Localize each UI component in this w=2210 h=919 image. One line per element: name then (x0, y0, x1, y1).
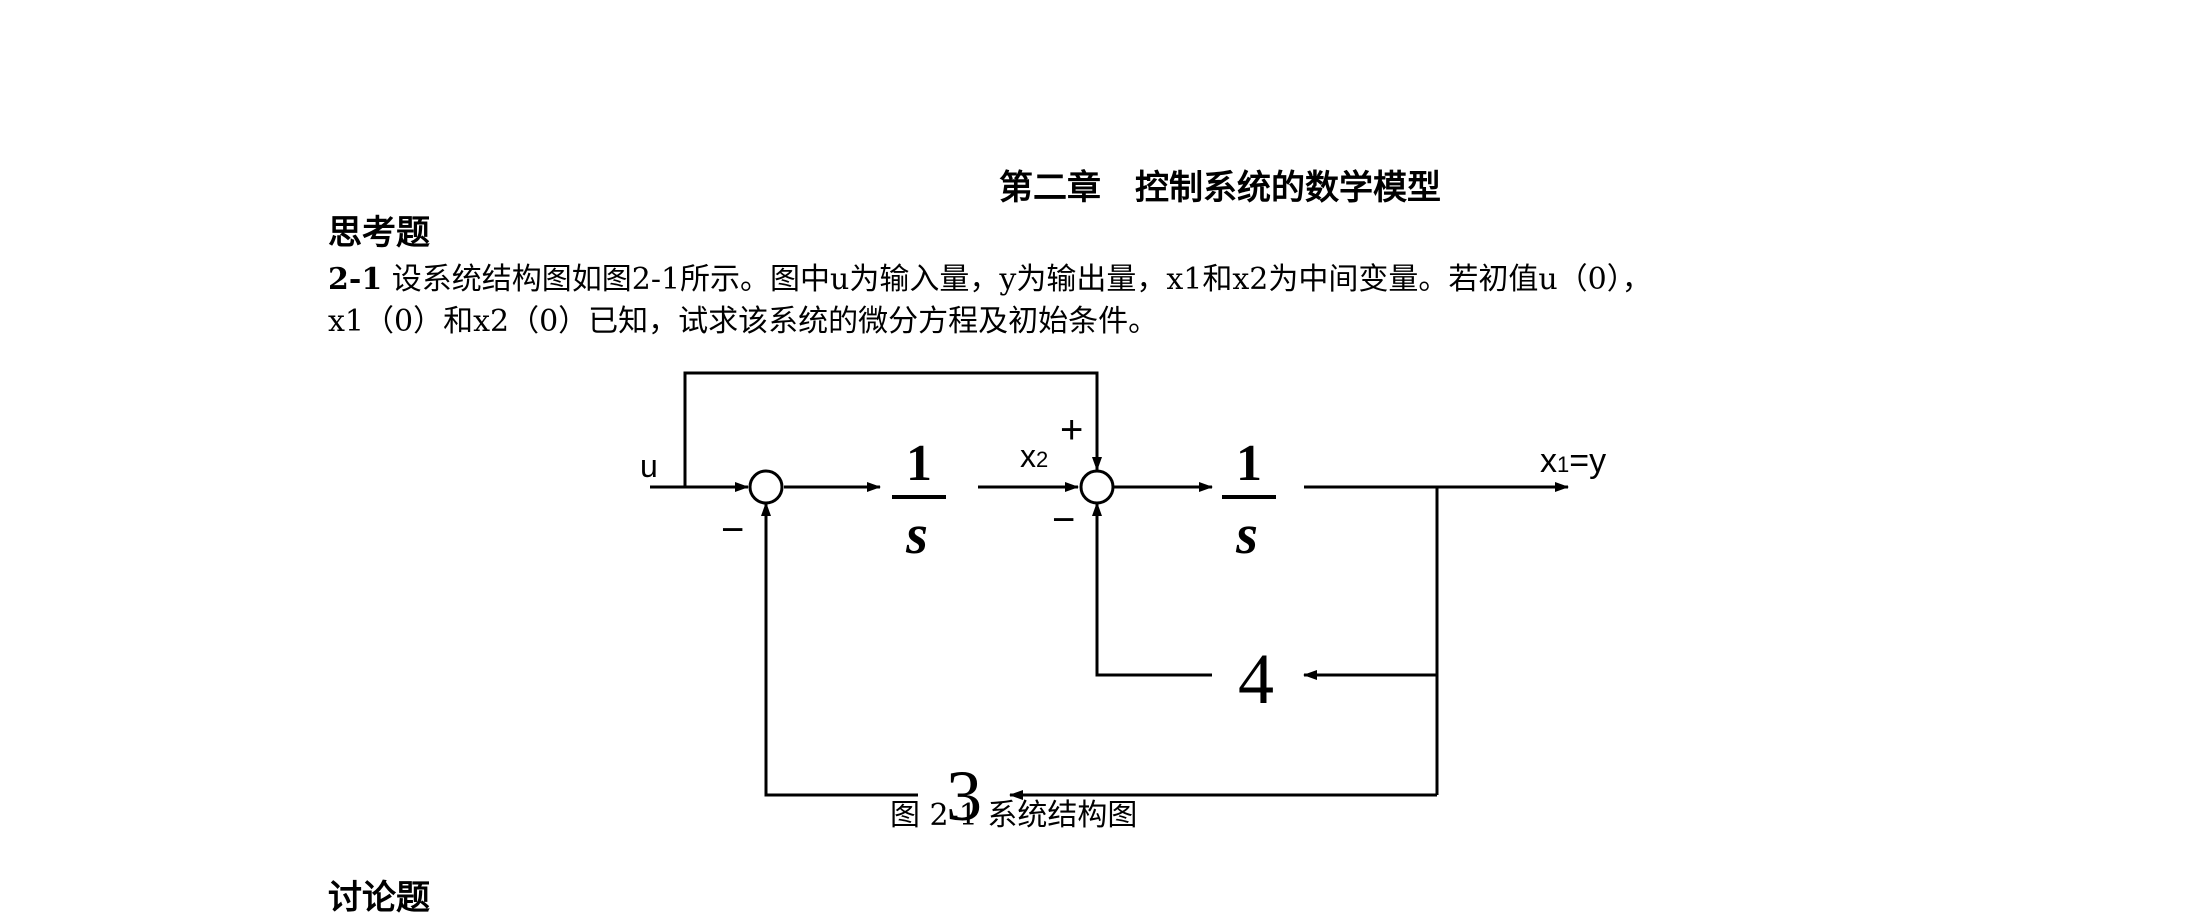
x2-label: x2 (1020, 438, 1048, 474)
block1-numerator: 1 (906, 435, 932, 492)
block2-numerator: 1 (1236, 435, 1262, 492)
line-gain-4-to-sum2 (1092, 502, 1212, 677)
gain-3-label: 3 (946, 756, 982, 836)
problem-number: 2-1 (328, 262, 383, 297)
block2-denominator: s (1235, 504, 1258, 566)
gain-4-label: 4 (1238, 639, 1274, 719)
section-heading-discussion: 讨论题 (328, 878, 430, 918)
feedforward-line (683, 371, 1102, 487)
summing-junction-2 (1079, 469, 1115, 505)
block1-denominator: s (905, 504, 928, 566)
problem-text-line-1: 设系统结构图如图2-1所示。图中u为输入量，y为输出量，x1和x2为中间变量。若… (391, 262, 1652, 297)
figure-caption: 图 2-1 系统结构图 (890, 798, 1138, 833)
line-gain-3-to-sum1 (761, 502, 918, 797)
chapter-title: 第二章 控制系统的数学模型 (999, 168, 1441, 208)
minus-sign-1: − (721, 508, 744, 552)
section-heading-thinking: 思考题 (328, 213, 430, 253)
output-label-rest: =y (1569, 442, 1606, 480)
output-label: x1=y (1540, 442, 1606, 480)
plus-sign: + (1060, 408, 1083, 452)
summing-junction-1 (748, 469, 784, 505)
minus-sign-2: − (1052, 498, 1075, 542)
block-diagram: u x2 + − − x1=y 1 s 1 s 4 3 (640, 371, 1606, 836)
output-label-main: x (1540, 442, 1557, 480)
input-label-u: u (640, 448, 658, 484)
problem-line-1: 2-1 设系统结构图如图2-1所示。图中u为输入量，y为输出量，x1和x2为中间… (328, 254, 1652, 298)
output-label-sub: 1 (1557, 452, 1569, 477)
x2-label-main: x (1020, 438, 1036, 474)
x2-label-sub: 2 (1036, 447, 1048, 472)
problem-text-line-2: x1（0）和x2（0）已知，试求该系统的微分方程及初始条件。 (328, 304, 1159, 339)
